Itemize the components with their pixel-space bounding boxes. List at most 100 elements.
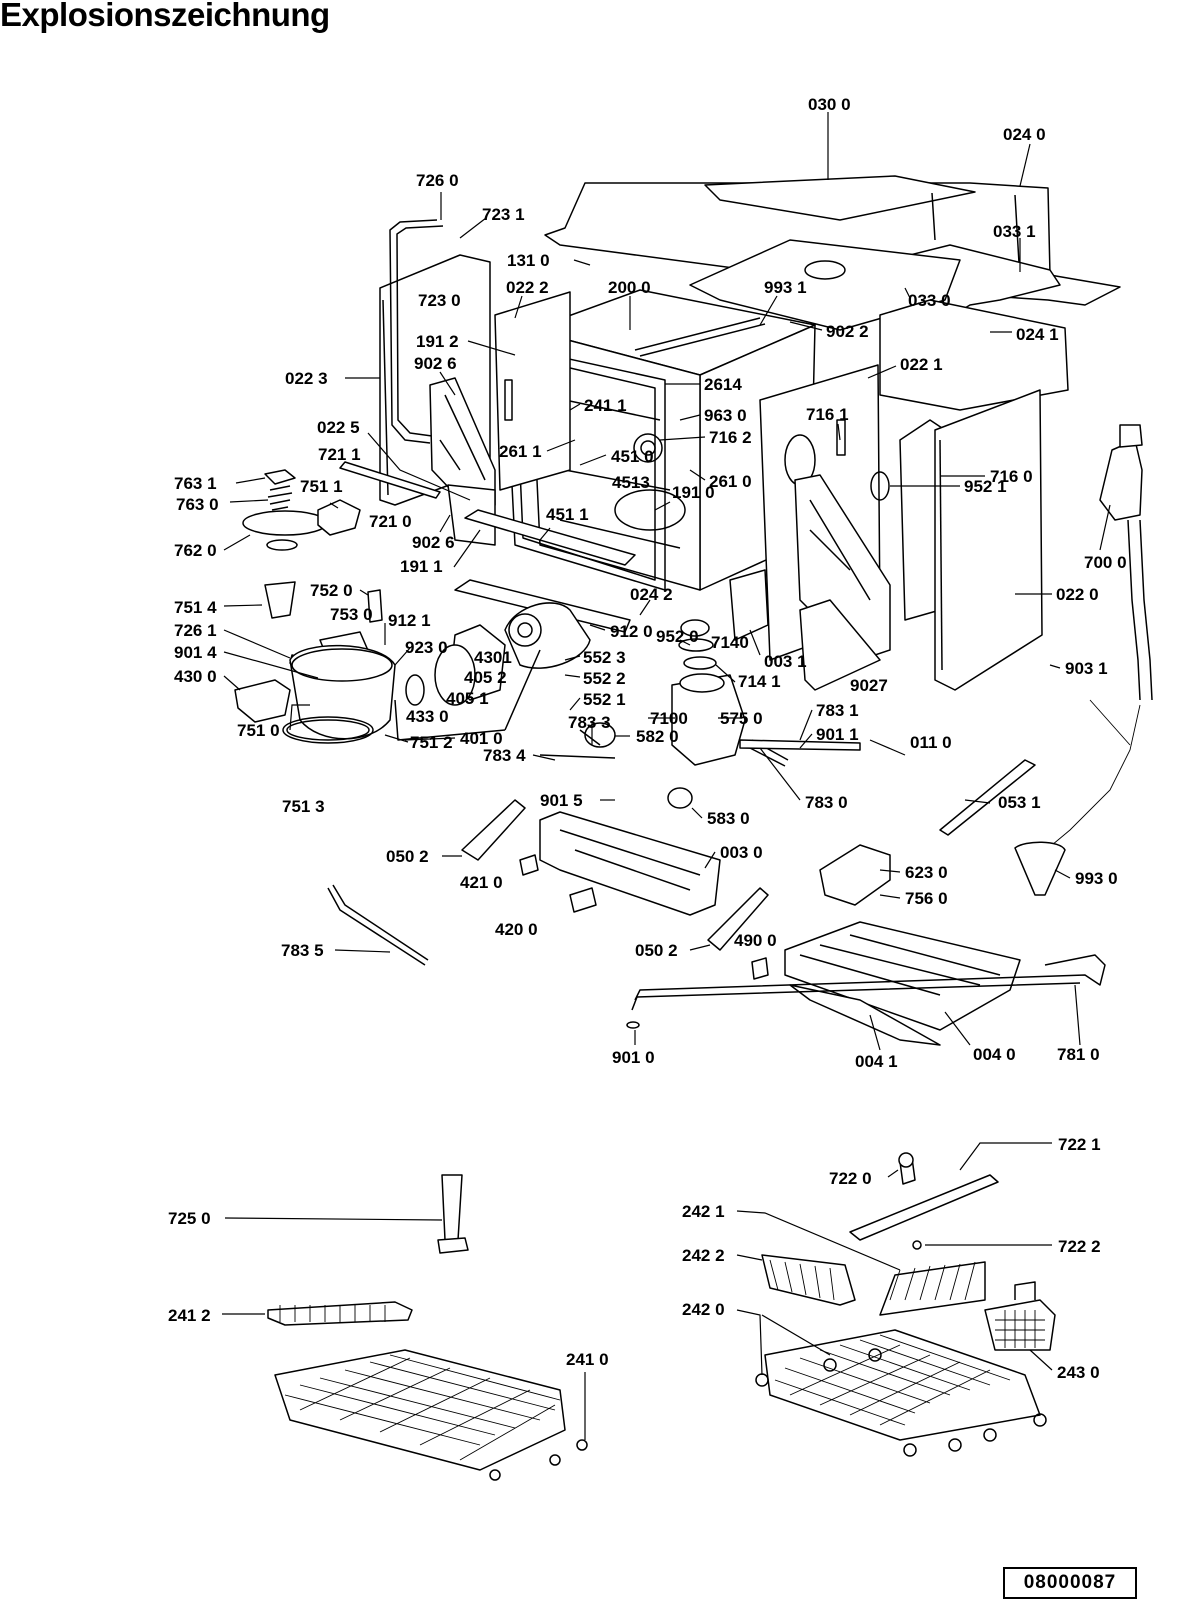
part-label-1912: 191 2 xyxy=(416,332,459,351)
leader-4511 xyxy=(539,527,551,541)
cutlery-holder-base xyxy=(437,1237,469,1254)
leader-7831 xyxy=(799,709,813,741)
leader-0240 xyxy=(1019,143,1031,187)
leader-7830 xyxy=(759,747,801,801)
part-label-2000: 200 0 xyxy=(608,278,651,297)
part-label-1310: 131 0 xyxy=(507,251,550,270)
leader-0225 xyxy=(367,432,471,501)
part-label-0240: 024 0 xyxy=(1003,125,1046,144)
ring-7222 xyxy=(912,1240,922,1250)
part-label-7221: 722 1 xyxy=(1058,1135,1101,1154)
rack-wheel-7 xyxy=(1033,1413,1047,1427)
part-label-2421: 242 1 xyxy=(682,1202,725,1221)
part-label-7160: 716 0 xyxy=(990,467,1033,486)
part-label-7000: 700 0 xyxy=(1084,553,1127,572)
part-label-0502a: 050 2 xyxy=(386,847,429,866)
softener-7100 xyxy=(671,674,746,766)
rack-wheel-1 xyxy=(755,1373,769,1387)
softener-top xyxy=(679,673,725,693)
base-frame-detail xyxy=(559,829,701,891)
slide-0502a xyxy=(461,799,526,861)
part-label-9026a: 902 6 xyxy=(414,354,457,373)
leader-6230 xyxy=(879,869,901,873)
leader-7520 xyxy=(359,589,369,596)
part-label-0330: 033 0 xyxy=(908,291,951,310)
spray-arm-7221 xyxy=(849,1174,999,1241)
part-label-4301: 4301 xyxy=(474,648,512,667)
leader-1310 xyxy=(573,259,591,266)
base-tray-0041 xyxy=(789,984,941,1046)
tube-7830 xyxy=(739,739,861,751)
part-label-0030: 003 0 xyxy=(720,843,763,862)
base-frame-0030 xyxy=(539,811,721,916)
part-label-7514: 751 4 xyxy=(174,598,217,617)
part-label-9026b: 902 6 xyxy=(412,533,455,552)
leader-7261 xyxy=(223,629,291,659)
part-label-5523: 552 3 xyxy=(583,648,626,667)
part-label-7161: 716 1 xyxy=(806,405,849,424)
upper-rack-2410-wires xyxy=(284,1354,561,1461)
part-label-0220: 022 0 xyxy=(1056,585,1099,604)
part-label-7831: 783 1 xyxy=(816,701,859,720)
tub-top-rail xyxy=(634,317,766,357)
leader-5521 xyxy=(569,697,581,711)
tub-sump-opening xyxy=(614,489,686,531)
part-label-0110: 011 0 xyxy=(910,733,952,752)
leader-7000 xyxy=(1099,504,1111,551)
leader-4010 xyxy=(404,737,456,741)
motor-4301 xyxy=(504,602,591,669)
leader-9022 xyxy=(789,321,823,331)
part-label-0223: 022 3 xyxy=(285,369,328,388)
part-label-5521: 552 1 xyxy=(583,690,626,709)
part-label-9027: 9027 xyxy=(850,676,888,695)
part-label-9010: 901 0 xyxy=(612,1048,655,1067)
left-panel-slots xyxy=(504,379,513,421)
rack-wheel-6 xyxy=(983,1428,997,1442)
part-label-2611: 261 1 xyxy=(499,442,542,461)
leader-7560 xyxy=(879,894,901,899)
part-label-2614: 2614 xyxy=(704,375,742,394)
part-label-7211: 721 1 xyxy=(318,445,361,464)
leader-2611 xyxy=(546,439,576,452)
part-label-5830: 583 0 xyxy=(707,809,750,828)
part-label-0031: 003 1 xyxy=(764,652,807,671)
leader-9011 xyxy=(799,733,813,749)
part-label-1910: 191 0 xyxy=(672,483,715,502)
strip-7211 xyxy=(339,461,441,499)
part-label-0221: 022 1 xyxy=(900,355,943,374)
pump-impeller-4051 xyxy=(434,644,476,706)
part-label-9520: 952 0 xyxy=(656,627,699,646)
part-label-7510: 751 0 xyxy=(237,721,280,740)
hose-7000-head xyxy=(1099,439,1143,521)
leader-4510 xyxy=(579,454,607,466)
upper-rack-wheel-3 xyxy=(576,1439,588,1451)
leader-2420 xyxy=(736,1309,831,1376)
heater-4300 xyxy=(234,679,291,723)
basket-handle xyxy=(1014,1281,1036,1300)
rack-2421 xyxy=(879,1261,986,1316)
part-label-2411: 241 1 xyxy=(584,396,627,415)
top-plate-0300 xyxy=(704,175,976,221)
document-number: 08000087 xyxy=(1003,1567,1137,1599)
leader-2610 xyxy=(689,469,706,481)
part-label-7513: 751 3 xyxy=(282,797,325,816)
filter-7630 xyxy=(267,485,293,511)
tube-7260 xyxy=(389,219,444,444)
leader-0531 xyxy=(964,799,991,804)
leader-7620 xyxy=(223,534,251,551)
leader-7834 xyxy=(532,754,556,761)
spray-arm-nut xyxy=(898,1152,914,1168)
part-7520 xyxy=(367,589,383,623)
side-panel-fold xyxy=(382,299,389,496)
leader-9520 xyxy=(679,639,691,646)
leader-0222 xyxy=(514,295,523,319)
leader-2421 xyxy=(736,1210,901,1271)
leader-9026b xyxy=(439,514,451,533)
part-label-4900: 490 0 xyxy=(734,931,777,950)
rack-2421-wires xyxy=(889,1261,976,1301)
leader-7221 xyxy=(959,1142,1052,1171)
part-label-5750: 575 0 xyxy=(720,709,763,728)
lower-rack-2420 xyxy=(764,1329,1041,1441)
leader-0221 xyxy=(867,365,897,379)
part-7511 xyxy=(317,499,361,536)
